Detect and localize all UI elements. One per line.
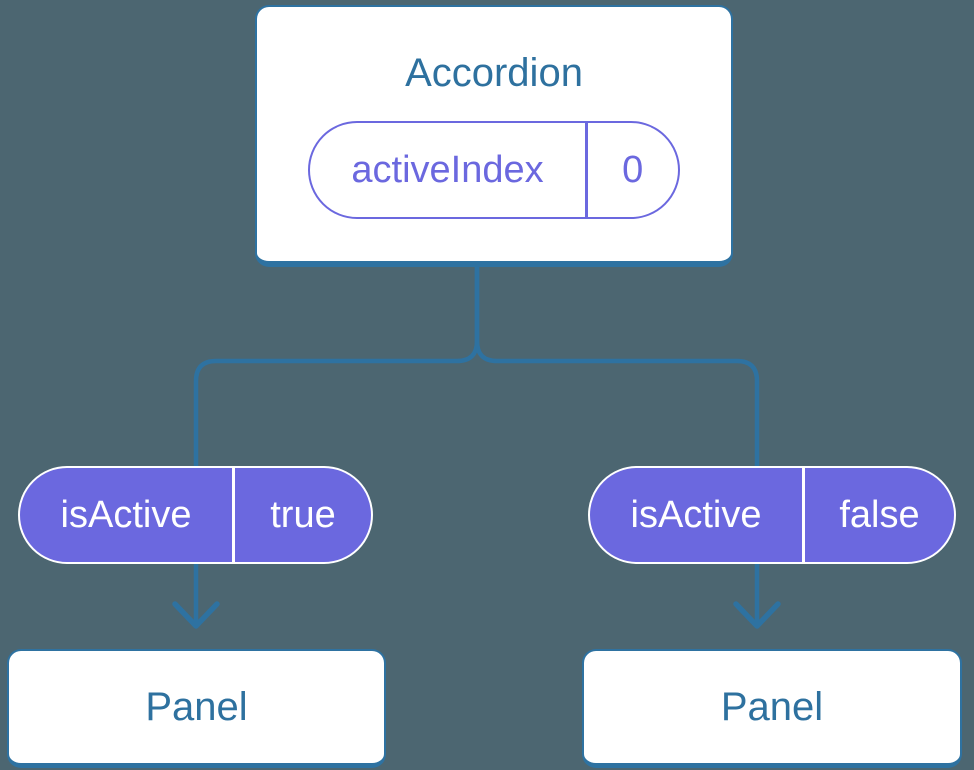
state-pill-value: 0 [622,148,644,191]
state-pill-divider [585,123,588,217]
accordion-node-title: Accordion [405,51,583,95]
panel-node-right: Panel [582,649,962,768]
prop-pill-divider [802,468,805,562]
prop-pill-isactive-true: isActive true [18,466,373,564]
prop-pill-isactive-false: isActive false [588,466,956,564]
prop-pill-divider [232,468,235,562]
panel-node-label: Panel [145,684,248,729]
prop-pill-value: false [839,493,920,536]
panel-node-label: Panel [720,684,824,729]
prop-pill-name: isActive [630,493,762,536]
state-pill: activeIndex 0 [308,121,680,219]
arrowhead-down-left-icon [172,601,220,629]
branch-line-left [193,259,480,627]
arrowhead-down-right-icon [733,601,781,629]
panel-node-left: Panel [7,649,386,768]
accordion-node: Accordion activeIndex 0 [255,5,733,267]
prop-pill-name: isActive [60,493,192,536]
branch-line-right [474,259,760,627]
prop-pill-value: true [270,493,336,536]
state-pill-name: activeIndex [351,148,544,191]
